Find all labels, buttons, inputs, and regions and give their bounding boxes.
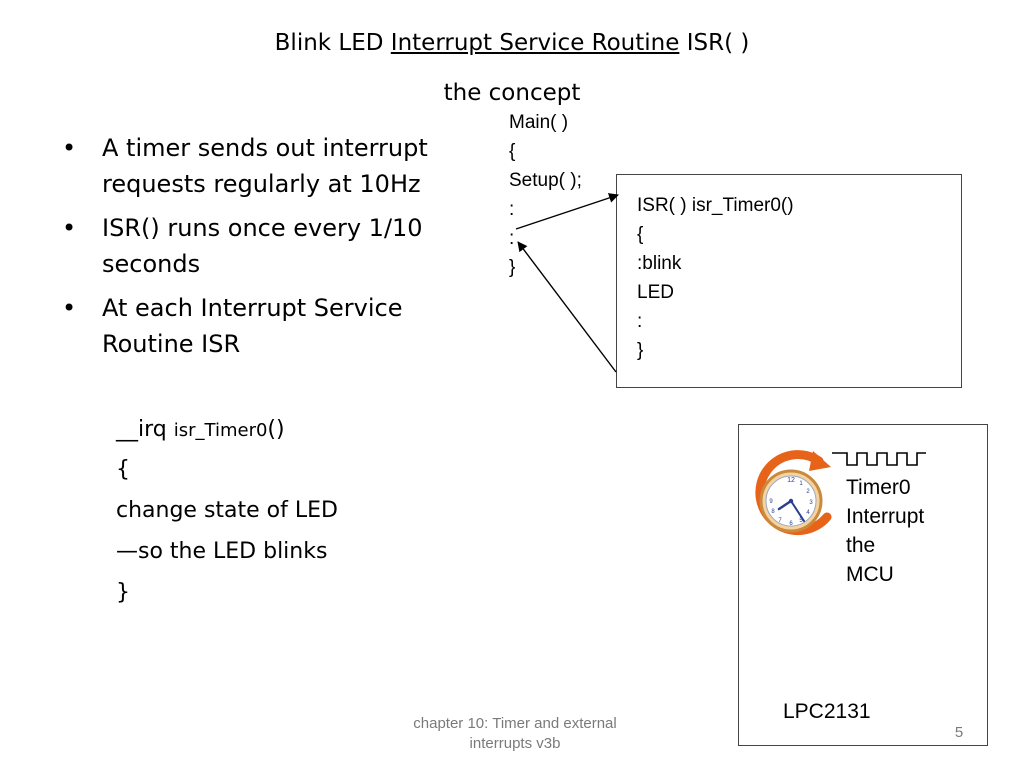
square-wave-path [832,452,926,466]
clock-center [788,498,794,504]
slide-subtitle: the concept [443,80,581,106]
isr-decl-prefix: __irq [116,417,174,442]
main-code-line: : [509,228,515,249]
isr-open-brace: { [116,457,130,482]
isr-box-line: :blink [637,253,682,274]
isr-declaration: __irq isr_Timer0() [116,410,516,451]
slide-footer: chapter 10: Timer and external interrupt… [380,714,650,754]
mcu-label-line: Interrupt [846,505,925,528]
footer-line: chapter 10: Timer and external [413,715,617,732]
mcu-label-line: the [846,534,876,557]
title-suffix: ISR( ) [679,30,750,56]
mcu-label-line: MCU [846,563,894,586]
isr-box-line: : [637,311,643,332]
bullet-marker: • [62,134,77,162]
clock-number-12: 12 [787,477,795,484]
bullet-item: • ISR() runs once every 1/10 seconds [58,210,498,282]
isr-box-line: ISR( ) isr_Timer0() [637,195,794,216]
main-code-listing: Main( ) { Setup( ); : : } [509,108,582,282]
clock-minute-hand [790,500,805,522]
title-underlined: Interrupt Service Routine [390,30,680,56]
clock-swoosh-arrowhead [809,451,831,471]
slide-title: Blink LED Interrupt Service Routine ISR(… [0,26,1024,60]
bullet-item: • A timer sends out interrupt requests r… [58,130,498,202]
main-code-line: } [509,257,516,278]
clock-number-8: 8 [771,509,775,515]
clock-number-9: 9 [769,499,773,505]
isr-box-line: LED [637,282,674,303]
isr-line-change-state: change state of LED [116,498,338,523]
timer-clock-icon: 12 1 2 3 4 5 6 7 8 9 [755,450,832,536]
isr-function-box: ISR( ) isr_Timer0() { :blink LED : } [616,174,962,388]
clock-number-7: 7 [778,518,782,524]
clock-number-4: 4 [806,510,810,516]
clock-number-1: 1 [799,481,803,487]
chip-label: LPC2131 [783,700,871,723]
isr-decl-suffix: () [267,417,285,442]
square-wave-icon [832,452,926,466]
footer-line: interrupts v3b [469,735,561,752]
mcu-label-line: Timer0 [846,476,911,499]
isr-close-brace: } [116,580,130,605]
isr-box-line: { [637,224,644,245]
clock-number-6: 6 [789,521,793,527]
bullet-marker: • [62,214,77,242]
title-prefix: Blink LED [274,30,391,56]
main-code-line: Setup( ); [509,170,582,191]
isr-decl-name: isr_Timer0 [173,420,268,441]
isr-box-line: } [637,340,644,361]
bullet-text: A timer sends out interrupt requests reg… [102,134,428,198]
bullet-text: At each Interrupt Service Routine ISR [102,294,403,358]
arrow-isr-return [517,241,617,373]
page-number: 5 [954,724,964,741]
bullet-marker: • [62,294,77,322]
clock-number-5: 5 [799,518,803,524]
bullet-list: • A timer sends out interrupt requests r… [58,130,498,370]
arrow-main-to-isr [515,193,619,230]
main-code-line: : [509,199,515,220]
mcu-box: 12 1 2 3 4 5 6 7 8 9 Timer0 Interrupt th… [738,424,988,746]
bullet-text: ISR() runs once every 1/10 seconds [102,214,423,278]
isr-box-code: ISR( ) isr_Timer0() { :blink LED : } [637,191,794,365]
main-code-line: Main( ) [509,112,569,133]
mcu-label: Timer0 Interrupt the MCU [846,473,924,589]
clock-hour-hand [777,499,793,511]
main-code-line: { [509,141,516,162]
isr-line-blinks: —so the LED blinks [116,539,328,564]
bullet-item: • At each Interrupt Service Routine ISR [58,290,498,362]
clock-number-3: 3 [809,500,813,506]
clock-number-2: 2 [806,489,810,495]
